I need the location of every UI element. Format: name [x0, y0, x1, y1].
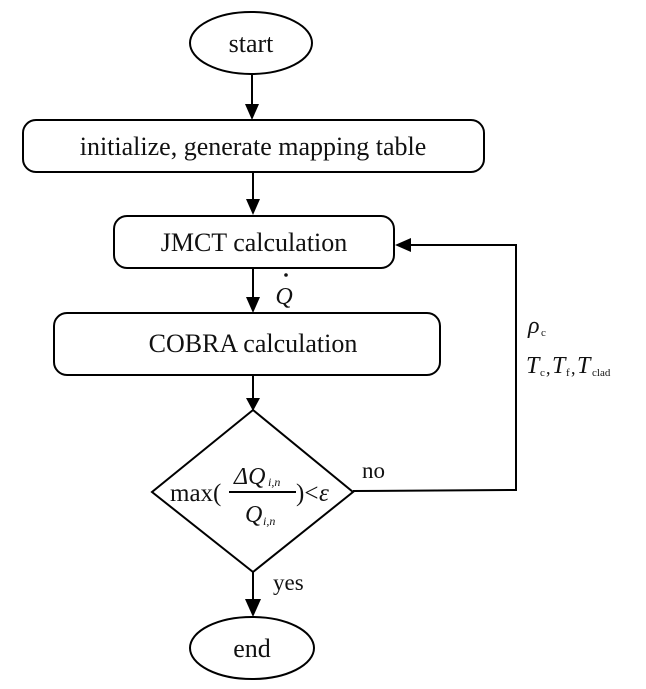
- init-label: initialize, generate mapping table: [80, 132, 427, 161]
- tclad-subscript: clad: [592, 367, 611, 379]
- feedback-variables: ρ c T c , T f , T clad: [526, 313, 611, 379]
- end-node: end: [189, 616, 315, 680]
- rho-subscript: c: [541, 327, 546, 339]
- arrow-jmct-to-cobra: Q: [246, 268, 293, 313]
- q-dot-label: Q: [275, 284, 292, 310]
- tf-symbol: T: [552, 353, 567, 379]
- jmct-label: JMCT calculation: [161, 228, 348, 257]
- rho-symbol: ρ: [527, 313, 540, 339]
- separator-2: ,: [571, 358, 576, 378]
- start-node: start: [189, 11, 313, 75]
- numerator-label: ΔQ: [233, 464, 265, 490]
- arrow-check-to-end: yes: [245, 570, 304, 617]
- numerator-subscript: i,n: [268, 475, 280, 489]
- cobra-label: COBRA calculation: [149, 329, 358, 358]
- less-than-label: )<: [296, 480, 318, 507]
- tc-subscript: c: [540, 367, 545, 379]
- epsilon-label: ε: [319, 480, 329, 507]
- no-label: no: [362, 458, 385, 483]
- jmct-node: JMCT calculation: [113, 215, 395, 269]
- arrow-cobra-to-check: [246, 375, 260, 411]
- max-func-label: max(: [170, 480, 221, 507]
- tf-subscript: f: [566, 367, 570, 379]
- convergence-check-node: max( ΔQ i,n Q i,n )< ε: [150, 408, 355, 574]
- arrow-start-to-init: [245, 74, 259, 120]
- end-label: end: [233, 634, 271, 663]
- overdot: [284, 273, 288, 277]
- arrow-init-to-jmct: [246, 172, 260, 215]
- tc-symbol: T: [526, 353, 541, 379]
- cobra-node: COBRA calculation: [53, 312, 441, 376]
- tclad-symbol: T: [577, 353, 592, 379]
- yes-label: yes: [273, 570, 304, 595]
- denominator-subscript: i,n: [263, 514, 275, 528]
- separator-1: ,: [546, 358, 551, 378]
- init-node: initialize, generate mapping table: [22, 119, 485, 173]
- feedback-loop-arrow: no: [352, 238, 517, 492]
- start-label: start: [229, 29, 275, 58]
- denominator-label: Q: [245, 502, 262, 528]
